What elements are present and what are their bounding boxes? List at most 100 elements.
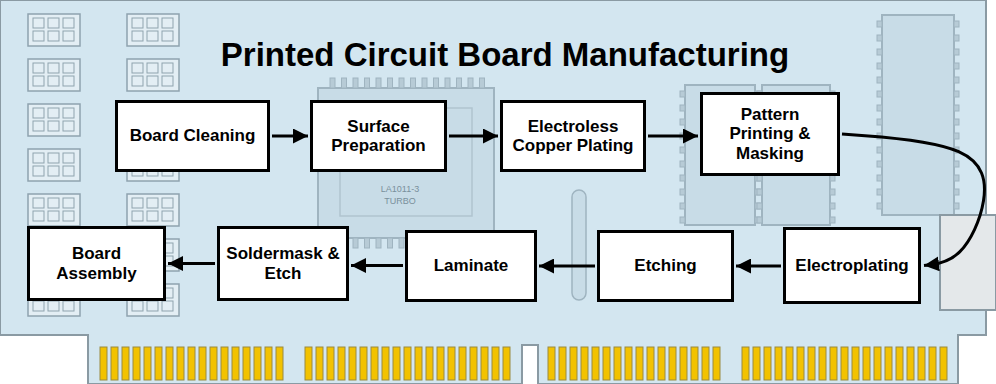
dip-pins-part [877,35,882,41]
pin-headers-part [63,31,74,41]
box-content: Electroplating [786,252,918,279]
edge-fingers-part [885,347,892,380]
step-label: Soldermask & Etch [226,244,340,282]
dip-pins-part [757,217,762,223]
edge-fingers-part [316,347,323,380]
edge-fingers-part [448,347,455,380]
edge-fingers-part [338,347,345,380]
edge-fingers-part [852,347,859,380]
dip-pins-part [954,91,959,97]
edge-fingers-part [459,347,466,380]
edge-fingers-part [382,347,389,380]
pin-headers-part [162,301,173,311]
edge-fingers-part [144,347,151,380]
chip-marking: LA1011-3 [350,185,450,194]
edge-fingers-part [327,347,334,380]
edge-fingers-part [404,347,411,380]
edge-fingers-part [492,347,499,380]
dip-pins-part [680,175,685,181]
box-content: Electroless Copper Plating [503,113,643,159]
pin-headers-part [63,153,74,163]
edge-fingers-part [592,347,599,380]
edge-fingers-part [647,347,654,380]
chip-pins-part [376,238,381,248]
chip-marking: TURBO [350,197,450,206]
edge-fingers-part [122,347,129,380]
pin-headers-part [63,166,74,176]
pin-headers-part [132,31,143,41]
chip-pins-part [365,78,370,88]
edge-fingers-part [830,347,837,380]
box-content: Board Assembly [30,240,163,286]
edge-fingers-part [603,347,610,380]
edge-fingers-part [786,347,793,380]
edge-fingers-part [691,347,698,380]
dip-pins-part [680,105,685,111]
edge-fingers-part [918,347,925,380]
process-box: Pattern Printing & Masking [700,92,840,176]
edge-fingers-part [680,347,687,380]
dip-pins-part [954,63,959,69]
chip-pins-part [353,238,358,248]
edge-fingers-part [819,347,826,380]
edge-fingers-part [232,347,239,380]
dip-pins-part [954,35,959,41]
chip-pins-part [365,238,370,248]
edge-fingers-part [775,347,782,380]
pin-headers-part [33,211,44,221]
dip-pins-part [680,147,685,153]
edge-fingers-part [393,347,400,380]
edge-fingers-part [713,347,720,380]
pin-headers-part [147,31,158,41]
pin-headers-part [33,63,44,73]
dip-pins-part [954,175,959,181]
pin-headers-part [48,198,59,208]
edge-fingers-part [111,347,118,380]
pin-headers-part [28,149,80,181]
pin-headers-part [147,63,158,73]
pin-headers-part [33,301,44,311]
edge-fingers-part [797,347,804,380]
edge-fingers-part [199,347,206,380]
step-label: Pattern Printing & Masking [709,105,831,162]
dip-pins-part [830,189,835,195]
chip-pins-part [422,78,427,88]
pin-headers-part [33,18,44,28]
edge-fingers-part [863,347,870,380]
flow-arrow [539,265,595,268]
process-box: Board Assembly [27,226,166,301]
edge-fingers-part [559,347,566,380]
pin-headers-part [127,59,179,91]
step-label: Electroless Copper Plating [509,117,637,155]
pin-headers-part [162,31,173,41]
edge-fingers-part [625,347,632,380]
edge-fingers-part [841,347,848,380]
edge-fingers-part [636,347,643,380]
edge-fingers-part [415,347,422,380]
box-content: Pattern Printing & Masking [703,101,837,166]
dip-pins-part [680,91,685,97]
chip-pins-part [399,78,404,88]
pin-headers-part [28,14,80,46]
pin-headers-part [162,18,173,28]
process-box: Electroless Copper Plating [500,100,646,172]
pin-headers-part [63,63,74,73]
edge-fingers-part [276,347,283,380]
dip-pins-part [830,203,835,209]
pin-headers-part [33,198,44,208]
edge-fingers-part [426,347,433,380]
edge-fingers-part [166,347,173,380]
pin-headers-part [127,194,179,226]
edge-fingers-part [702,347,709,380]
edge-fingers-part [371,347,378,380]
chip-pins-part [388,78,393,88]
dip-pins-part [877,105,882,111]
chip-pins-part [376,78,381,88]
edge-fingers-part [100,347,107,380]
step-label: Board Assembly [36,244,157,282]
pin-headers-part [132,76,143,86]
pin-headers-part [147,76,158,86]
dip-pins-part [680,189,685,195]
edge-fingers-part [349,347,356,380]
edge-fingers-part [742,347,749,380]
